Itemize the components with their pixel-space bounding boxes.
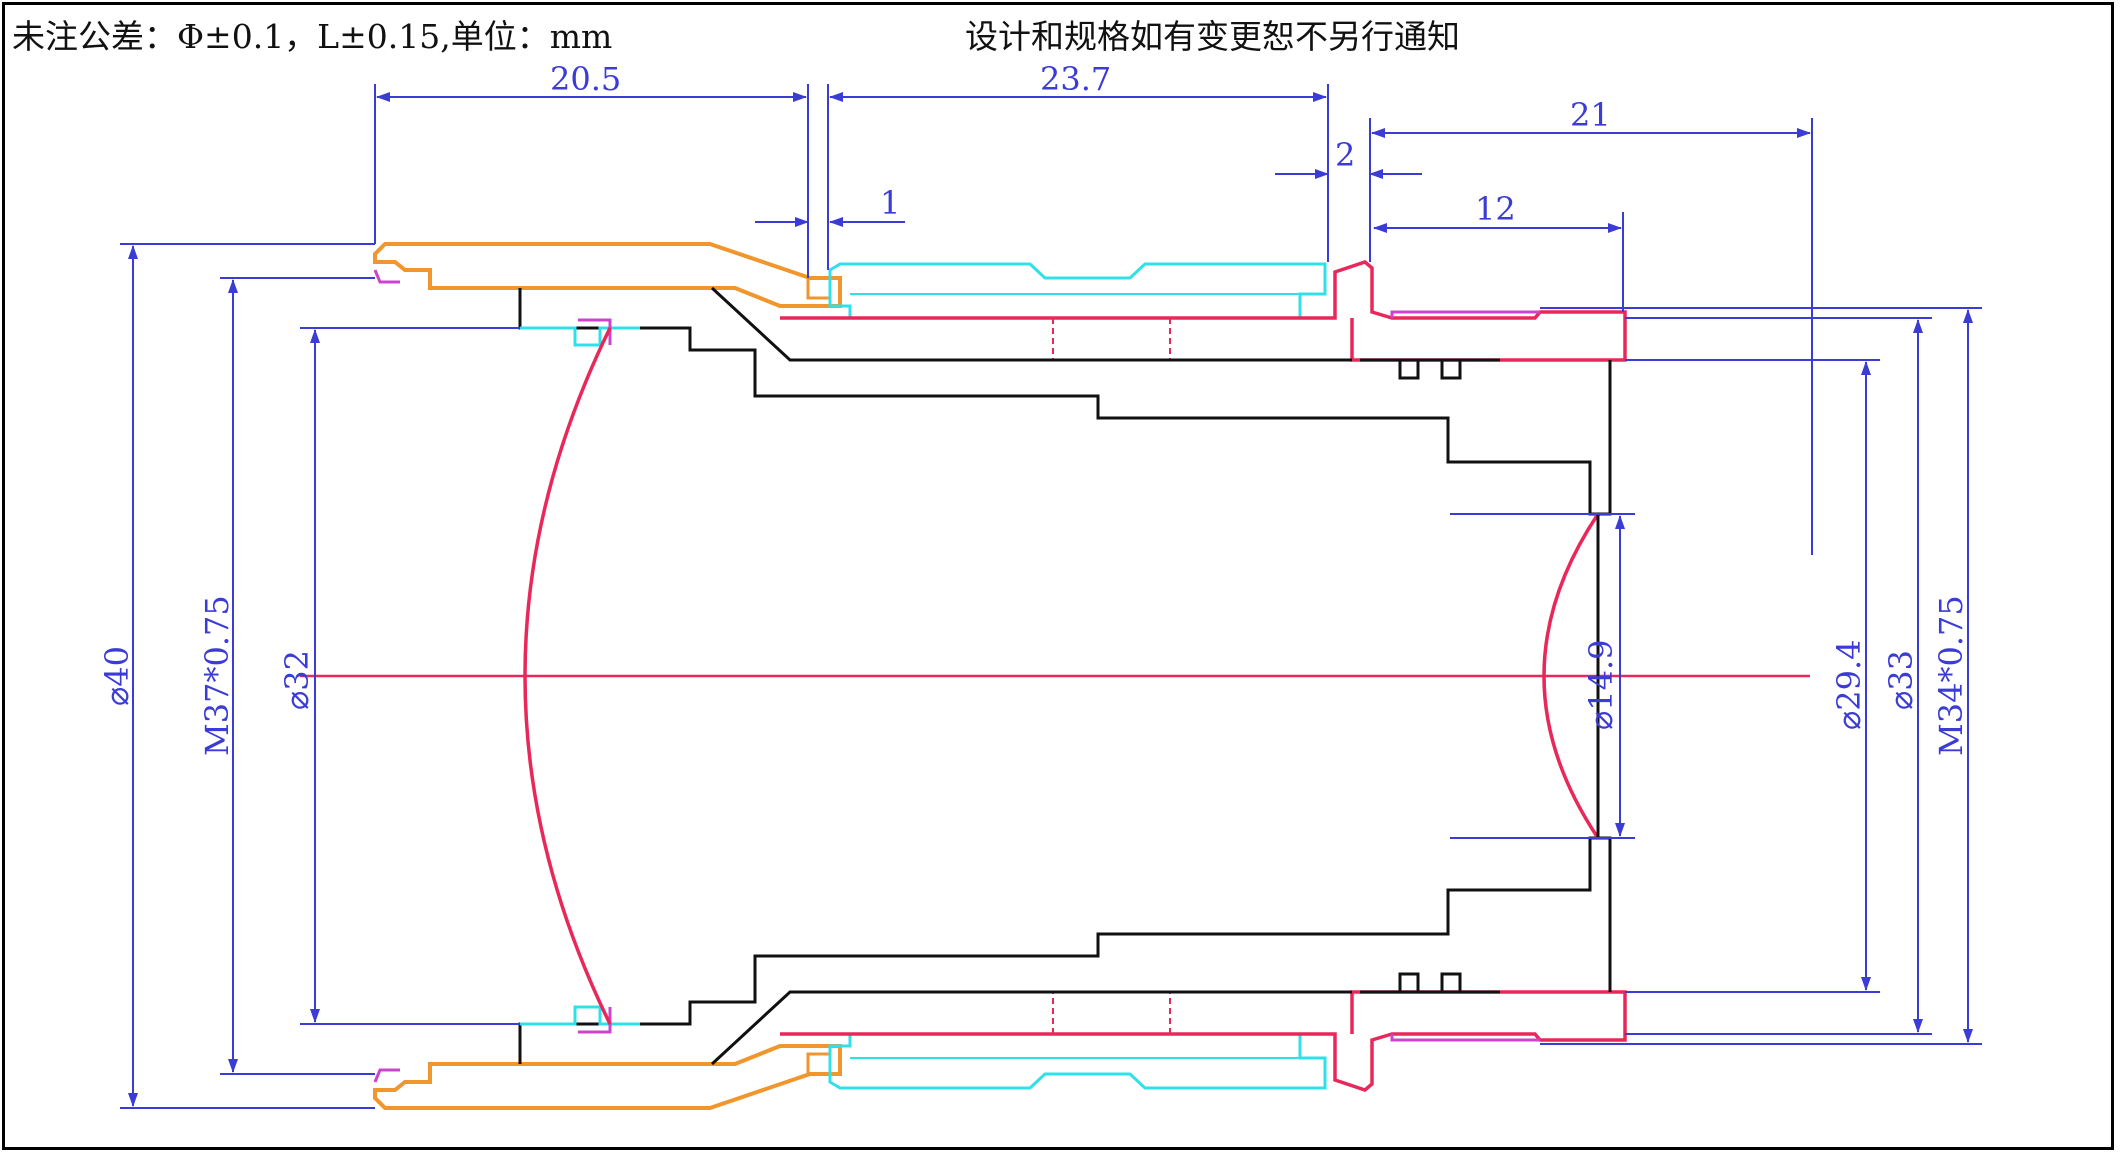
dim-label-12: 12 [1475,190,1516,228]
focus-ring-notch [806,276,832,300]
focus-ring-accent [373,1068,400,1083]
tolerance-note: 未注公差：Φ±0.1，L±0.15,单位：mm [12,17,613,56]
change-notice: 设计和规格如有变更恕不另行通知 [965,17,1460,56]
inner-barrel-step [710,286,1352,362]
focus-sleeve-outline [828,1032,1327,1090]
inner-barrel-outline [518,836,1612,1064]
dim-label-20-5: 20.5 [550,60,621,98]
dim-label-21: 21 [1570,96,1611,134]
inner-barrel-step [710,990,1352,1066]
dim-label-dia-40: ⌀40 [98,646,136,706]
rear-mount-accent [1390,1034,1540,1042]
dim-label-2: 2 [1335,136,1355,174]
front-retainer-accent [578,318,612,345]
focus-ring-notch [806,1052,832,1076]
rear-lens-element [1542,513,1600,839]
dim-label-dia-33: ⌀33 [1882,650,1920,710]
dim-label-1: 1 [880,184,900,222]
lens-top-half [373,242,1627,516]
front-lens-element [523,327,612,1025]
inner-barrel-outline [518,288,1612,516]
dim-label-dia-32: ⌀32 [278,650,316,710]
dim-label-dia-29-4: ⌀29.4 [1830,639,1868,730]
focus-ring-outline [373,242,842,308]
dim-label-dia-14-9: ⌀14.9 [1582,639,1620,730]
front-retainer [520,326,640,347]
focus-sleeve-outline [828,262,1327,320]
dim-label-23-7: 23.7 [1040,60,1111,98]
front-retainer [520,1005,640,1026]
rear-mount-accent [1390,310,1540,318]
barrel-slot [1440,358,1462,380]
focus-ring-outline [373,1044,842,1110]
barrel-slot [1398,358,1420,380]
focus-ring-accent [373,269,400,284]
dim-label-m37: M37*0.75 [198,595,236,756]
barrel-slot [1440,972,1462,994]
barrel-slot [1398,972,1420,994]
front-retainer-accent [578,1007,612,1034]
lens-bottom-half [373,836,1627,1110]
dim-label-m34: M34*0.75 [1932,595,1970,756]
dimension-lines [120,84,1982,1109]
